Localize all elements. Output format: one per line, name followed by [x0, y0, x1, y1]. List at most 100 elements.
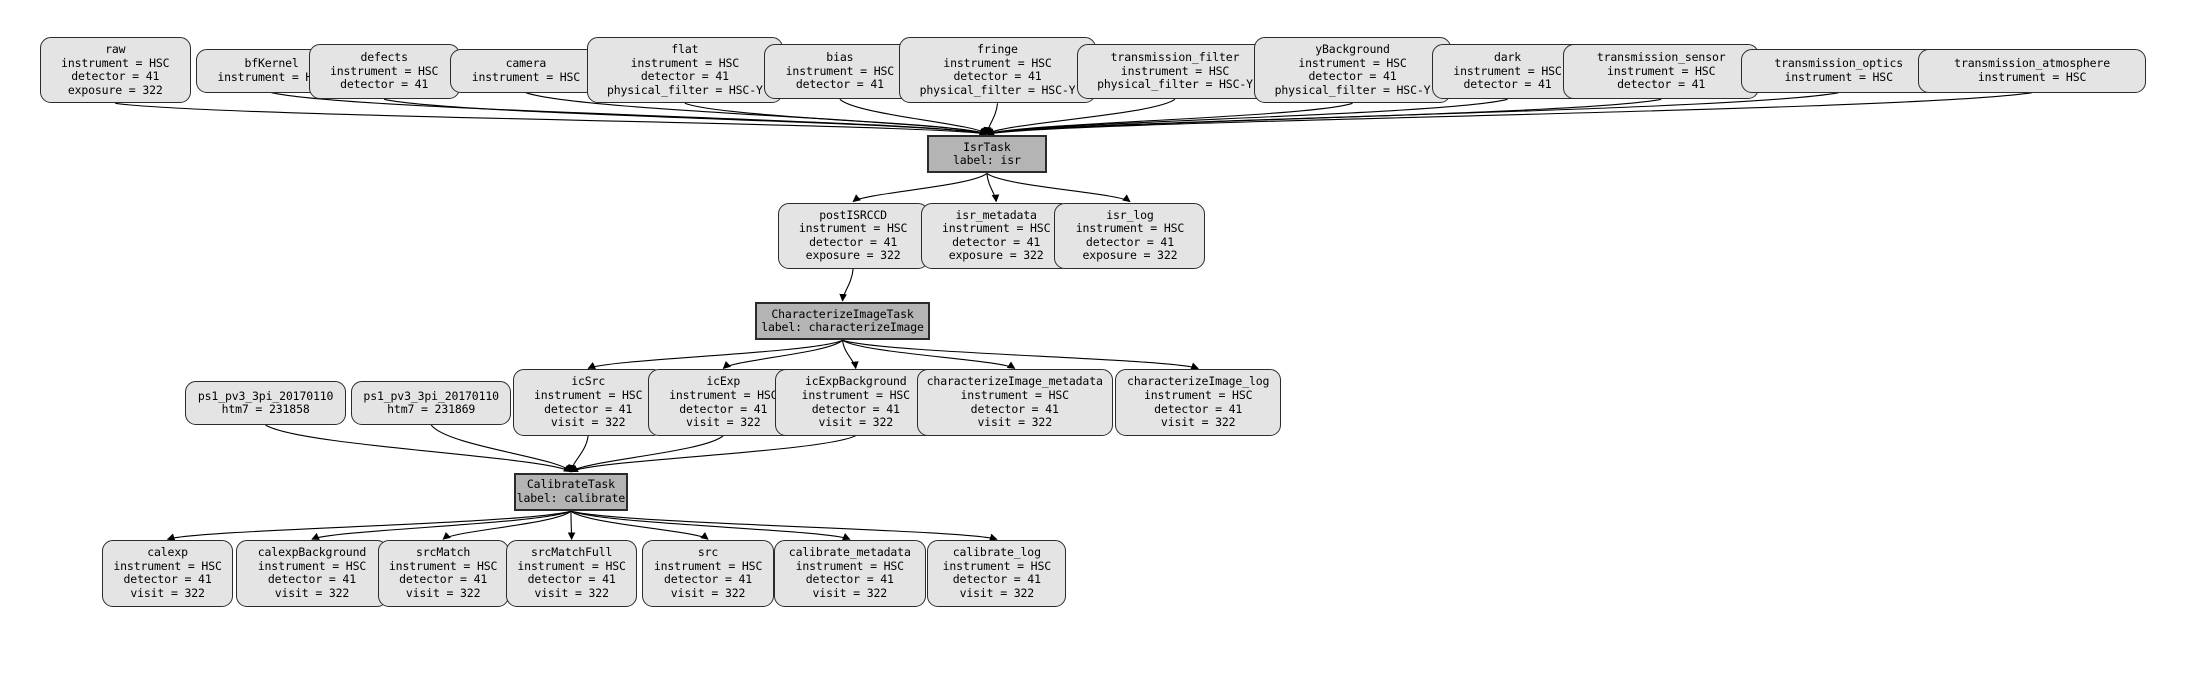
edge-CalibrateTask-to-calexp: [166, 510, 572, 541]
node-dimension: visit = 322: [818, 415, 893, 430]
edge-CalibrateTask-to-calexpBackground: [311, 510, 572, 540]
node-dimension: detector = 41: [640, 69, 729, 84]
node-dimension: instrument = HSC: [795, 558, 905, 573]
node-title: transmission_optics: [1774, 56, 1904, 71]
node-title: transmission_atmosphere: [1954, 56, 2110, 71]
node-dimension: instrument = HSC: [942, 558, 1052, 573]
node-dimension: detector = 41: [953, 69, 1042, 84]
node-title: raw: [105, 41, 126, 56]
node-dimension: visit = 322: [130, 585, 205, 600]
node-dimension: instrument = HSC: [1143, 387, 1253, 402]
edge-fringe-to-IsrTask: [983, 103, 999, 135]
edge-raw-to-IsrTask: [115, 102, 988, 137]
node-title: defects: [360, 50, 408, 65]
node-title: IsrTask: [963, 139, 1011, 154]
edge-icExp-to-CalibrateTask: [570, 435, 724, 473]
node-title: src: [697, 545, 719, 560]
node-dimension: instrument = HSC: [798, 221, 908, 236]
node-dimension: instrument = HSC: [517, 558, 626, 573]
node-dimension: visit = 322: [1160, 415, 1236, 430]
node-title: camera: [505, 56, 547, 71]
node-dimension: visit = 322: [812, 585, 888, 600]
edge-CharacterizeImageTask-to-icExp: [722, 339, 843, 369]
node-dimension: exposure = 322: [67, 82, 163, 97]
node-dimension: instrument = HSC: [1784, 69, 1893, 84]
node-dimension: instrument = HSC: [533, 387, 643, 402]
node-dimension: physical_filter = HSC-Y: [919, 82, 1076, 97]
node-dimension: instrument = HSC: [1453, 63, 1562, 78]
node-title: bfKernel: [244, 56, 299, 71]
edge-transmission_sensor-to-IsrTask: [986, 98, 1662, 137]
node-dimension: instrument = HSC: [1120, 63, 1230, 78]
node-dimension: instrument = HSC: [669, 387, 778, 402]
node-dimension: detector = 41: [1463, 77, 1552, 92]
node-dimension: detector = 41: [1085, 234, 1174, 249]
node-dimension: detector = 41: [795, 77, 884, 92]
edge-IsrTask-to-isr_metadata: [986, 173, 1000, 203]
node-dimension: detector = 41: [952, 234, 1041, 249]
node-dimension: label: isr: [953, 153, 1021, 168]
node-title: srcMatch: [416, 545, 471, 560]
node-dimension: detector = 41: [399, 572, 488, 587]
node-dimension: instrument = HSC: [217, 69, 326, 84]
node-dimension: detector = 41: [267, 572, 356, 587]
node-title: transmission_sensor: [1596, 50, 1726, 65]
node-dimension: htm7 = 231858: [221, 402, 310, 417]
edge-flat-to-IsrTask: [684, 102, 988, 135]
node-title: yBackground: [1315, 41, 1390, 56]
node-title: isr_metadata: [955, 207, 1037, 222]
node-dimension: visit = 322: [959, 585, 1035, 600]
node-dimension: instrument = HSC: [1298, 55, 1407, 70]
node-title: dark: [1493, 50, 1522, 65]
node-title: transmission_filter: [1110, 50, 1240, 65]
node-title: calexp: [147, 545, 188, 560]
node-dimension: detector = 41: [1617, 77, 1706, 92]
node-title: CharacterizeImageTask: [771, 306, 914, 321]
node-dimension: instrument = HSC: [61, 55, 170, 70]
node-dimension: detector = 41: [809, 234, 898, 249]
node-dimension: detector = 41: [1154, 401, 1243, 416]
node-dimension: detector = 41: [811, 401, 900, 416]
node-dimension: instrument = HSC: [653, 558, 763, 573]
node-dimension: instrument = HSC: [960, 387, 1070, 402]
node-title: fringe: [977, 41, 1018, 56]
node-dimension: instrument = HSC: [630, 55, 740, 70]
edge-postISRCCD-to-CharacterizeImageTask: [839, 268, 854, 302]
edge-CharacterizeImageTask-to-icExpBackground: [841, 340, 859, 370]
edge-defects-to-IsrTask: [384, 98, 988, 137]
edge-bias-to-IsrTask: [839, 98, 988, 135]
